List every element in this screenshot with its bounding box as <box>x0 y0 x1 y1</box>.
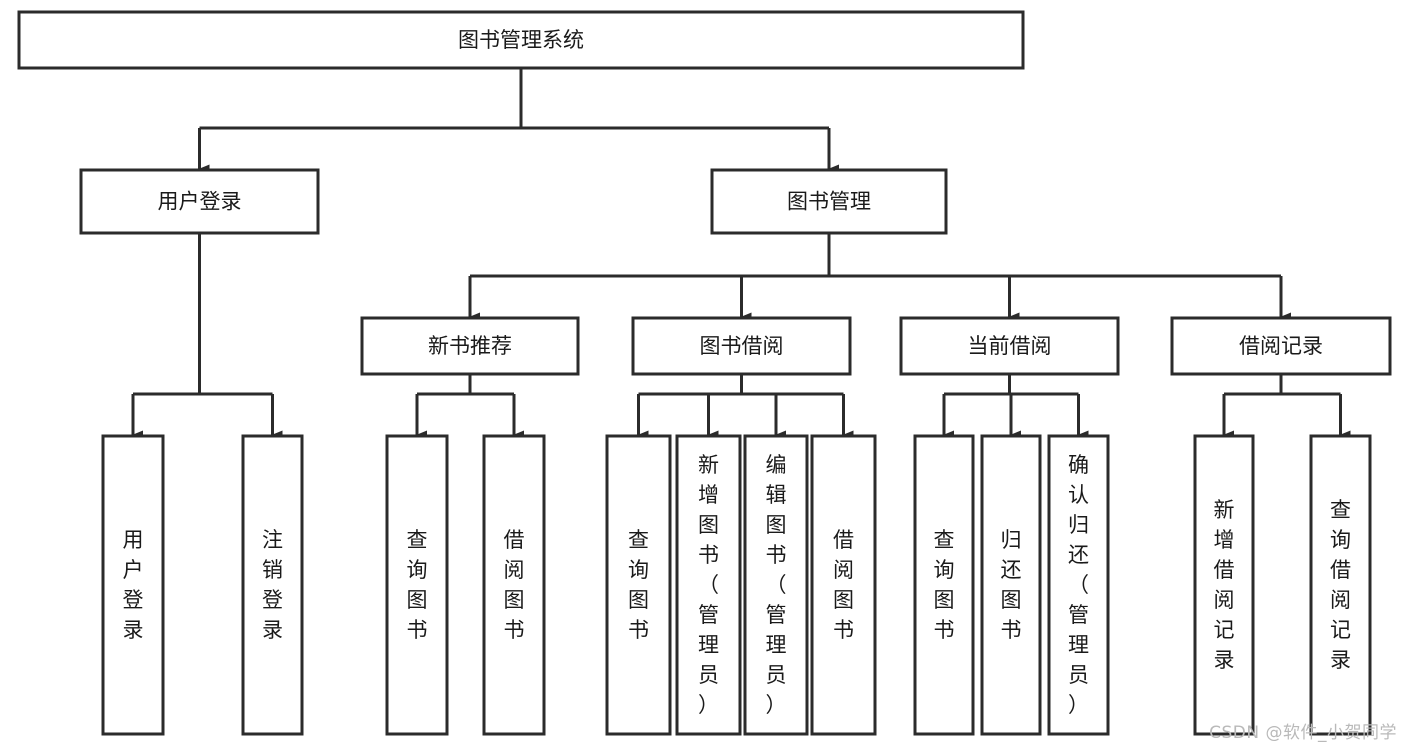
node-label: 借阅图书 <box>504 528 525 642</box>
edge-group-new-book-recommend <box>415 374 524 440</box>
node-label: 查询图书 <box>628 528 649 642</box>
node-label: 新增图书（管理员） <box>698 453 719 717</box>
node-label: 查询借阅记录 <box>1330 498 1351 672</box>
node-leaf-borrow-book-1[interactable]: 借阅图书 <box>482 434 546 736</box>
edge-group-user-login <box>131 233 283 440</box>
node-label: 注销登录 <box>262 528 283 642</box>
node-label: 查询图书 <box>934 528 955 642</box>
node-root[interactable]: 图书管理系统 <box>17 10 1025 70</box>
node-book-manage[interactable]: 图书管理 <box>710 168 948 235</box>
node-label: 图书管理系统 <box>458 28 584 52</box>
node-label: 图书借阅 <box>700 334 784 358</box>
node-leaf-query-book-1[interactable]: 查询图书 <box>385 434 449 736</box>
node-leaf-logout-login[interactable]: 注销登录 <box>241 434 304 736</box>
node-leaf-query-book-3[interactable]: 查询图书 <box>913 434 975 736</box>
node-borrow-record[interactable]: 借阅记录 <box>1170 316 1392 376</box>
node-label: 用户登录 <box>158 190 242 214</box>
node-boxes: 图书管理系统用户登录图书管理新书推荐图书借阅当前借阅借阅记录用户登录注销登录查询… <box>17 10 1392 736</box>
node-label: 借阅图书 <box>833 528 854 642</box>
node-label: 新增借阅记录 <box>1214 498 1235 672</box>
node-leaf-user-login[interactable]: 用户登录 <box>101 434 165 736</box>
edge-group-current-borrow <box>942 374 1089 440</box>
node-leaf-add-borrow-record[interactable]: 新增借阅记录 <box>1193 434 1255 736</box>
node-leaf-query-book-2[interactable]: 查询图书 <box>605 434 672 736</box>
edge-group-book-manage <box>468 233 1291 322</box>
node-label: 确认归还（管理员） <box>1068 453 1089 717</box>
node-current-borrow[interactable]: 当前借阅 <box>899 316 1120 376</box>
edge-group-root <box>198 68 839 174</box>
node-label: 用户登录 <box>123 528 144 642</box>
connector-lines <box>131 68 1351 440</box>
node-label: 借阅记录 <box>1239 334 1323 358</box>
node-leaf-borrow-book-2[interactable]: 借阅图书 <box>810 434 877 736</box>
node-leaf-edit-book-admin[interactable]: 编辑图书（管理员） <box>743 434 809 736</box>
node-label: 查询图书 <box>407 528 428 642</box>
node-label: 当前借阅 <box>968 334 1052 358</box>
edge-group-book-borrow <box>637 374 854 440</box>
node-book-borrow[interactable]: 图书借阅 <box>631 316 852 376</box>
node-label: 图书管理 <box>787 190 871 214</box>
node-label: 编辑图书（管理员） <box>766 453 787 717</box>
node-user-login[interactable]: 用户登录 <box>79 168 320 235</box>
node-new-book-recommend[interactable]: 新书推荐 <box>360 316 580 376</box>
csdn-watermark: CSDN @软件_小贺同学 <box>1209 723 1397 743</box>
node-leaf-confirm-return-admin[interactable]: 确认归还（管理员） <box>1047 434 1110 736</box>
node-leaf-query-borrow-record[interactable]: 查询借阅记录 <box>1309 434 1372 736</box>
edge-group-borrow-record <box>1222 374 1351 440</box>
node-label: 归还图书 <box>1001 528 1022 642</box>
node-label: 新书推荐 <box>428 334 512 358</box>
node-leaf-return-book[interactable]: 归还图书 <box>980 434 1042 736</box>
node-leaf-add-book-admin[interactable]: 新增图书（管理员） <box>675 434 742 736</box>
